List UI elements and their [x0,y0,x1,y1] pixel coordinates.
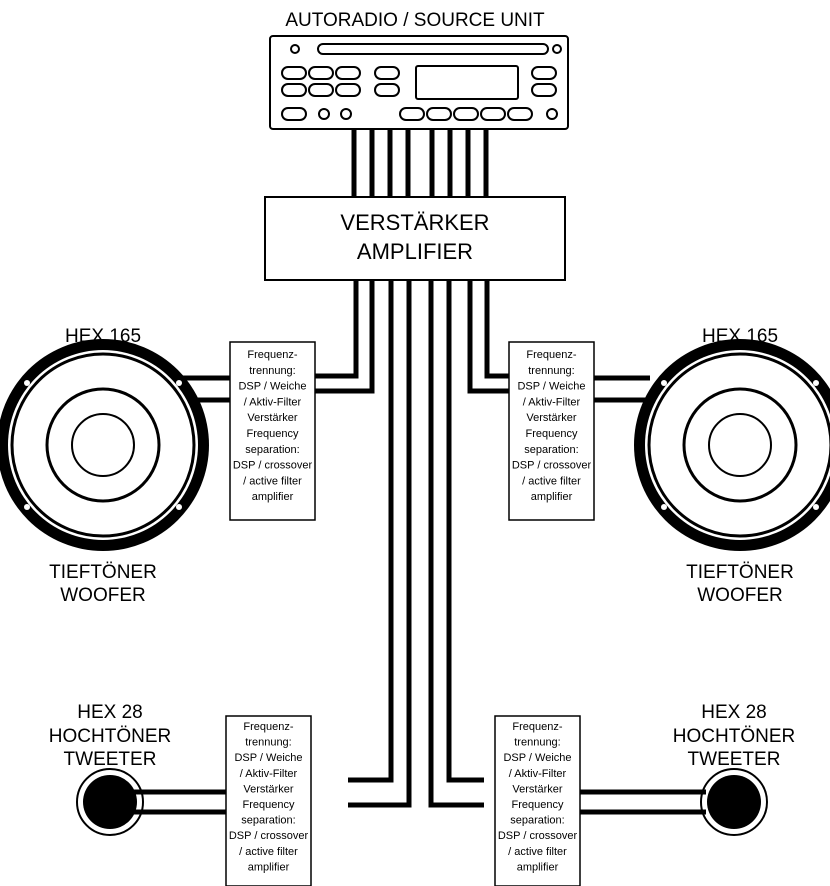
crossover-woofer-left-line-9: / active filter [243,475,302,487]
tweeter-left-model: HEX 28 [77,702,142,723]
amplifier-label-de: VERSTÄRKER [340,210,489,235]
amplifier-box [264,196,566,281]
tweeter-right-type-de: HOCHTÖNER [673,726,795,747]
woofer-left-model: HEX 165 [65,326,141,347]
amplifier-label-en: AMPLIFIER [357,239,473,264]
crossover-woofer-right-line-1: Frequenz- [526,349,576,361]
crossover-tweeter-right-line-4: / Aktiv-Filter [509,768,567,780]
source-cables [351,129,489,197]
crossover-tweeter-right [494,715,581,886]
crossover-woofer-left-line-6: Frequency [247,428,299,440]
crossover-tweeter-right-line-3: DSP / Weiche [503,752,571,764]
head-unit [269,35,569,130]
crossover-woofer-right-line-10: amplifier [531,491,573,503]
crossover-woofer-left-line-5: Verstärker [247,412,297,424]
crossover-woofer-right-line-5: Verstärker [526,412,576,424]
woofer-left-type-de: TIEFTÖNER [49,562,157,583]
crossover-tweeter-left [225,715,312,886]
crossover-tweeter-right-line-1: Frequenz- [512,721,562,733]
crossover-woofer-right-line-3: DSP / Weiche [517,381,585,393]
crossover-labels: Frequenz-trennung: DSP / Weiche / Aktiv-Fi… [229,349,592,873]
crossover-woofer-right-line-7: separation: [524,444,578,456]
crossover-woofer-right [508,341,595,521]
crossover-tweeter-left-line-2: trennung: [245,737,291,749]
woofer-right-type-de: TIEFTÖNER [686,562,794,583]
woofer-left [0,339,209,551]
crossover-tweeter-left-line-1: Frequenz- [243,721,293,733]
crossover-tweeter-left-line-6: Frequency [243,799,295,811]
crossover-tweeter-left-line-3: DSP / Weiche [234,752,302,764]
crossover-woofer-left-line-4: / Aktiv-Filter [244,396,302,408]
tweeter-left [76,768,144,836]
tweeter-right [700,768,768,836]
woofer-right [634,339,830,551]
amp-output-cables [315,280,509,808]
crossover-tweeter-right-line-9: / active filter [508,846,567,858]
crossover-woofer-right-line-8: DSP / crossover [512,460,592,472]
crossover-tweeter-left-line-4: / Aktiv-Filter [240,768,298,780]
crossover-woofer-left-line-2: trennung: [249,365,295,377]
woofer-right-type-en: WOOFER [697,585,783,606]
woofer-left-type-en: WOOFER [60,585,146,606]
crossover-tweeter-right-line-2: trennung: [514,737,560,749]
tweeter-right-model: HEX 28 [701,702,766,723]
crossover-tweeter-left-line-10: amplifier [248,861,290,873]
crossover-woofer-right-line-6: Frequency [526,428,578,440]
crossover-woofer-left [229,341,316,521]
crossover-tweeter-right-line-10: amplifier [517,861,559,873]
crossover-woofer-left-line-3: DSP / Weiche [238,381,306,393]
woofer-right-model: HEX 165 [702,326,778,347]
crossover-woofer-left-line-1: Frequenz- [247,349,297,361]
crossover-tweeter-left-line-9: / active filter [239,846,298,858]
crossover-woofer-right-line-2: trennung: [528,365,574,377]
crossover-tweeter-left-line-5: Verstärker [243,783,293,795]
crossover-woofer-left-line-10: amplifier [252,491,294,503]
crossover-woofer-left-line-8: DSP / crossover [233,460,313,472]
crossover-tweeter-right-line-6: Frequency [512,799,564,811]
tweeter-left-type-de: HOCHTÖNER [49,726,171,747]
tweeter-left-type-en: TWEETER [64,749,157,770]
crossover-tweeter-left-line-7: separation: [241,815,295,827]
crossover-woofer-right-line-4: / Aktiv-Filter [523,396,581,408]
crossover-woofer-left-line-7: separation: [245,444,299,456]
crossover-woofer-right-line-9: / active filter [522,475,581,487]
crossover-tweeter-right-line-7: separation: [510,815,564,827]
crossover-tweeter-right-line-5: Verstärker [512,783,562,795]
crossover-boxes [225,341,595,886]
tweeter-right-type-en: TWEETER [688,749,781,770]
source-unit-title: AUTORADIO / SOURCE UNIT [285,10,545,31]
crossover-tweeter-left-line-8: DSP / crossover [229,830,309,842]
crossover-tweeter-right-line-8: DSP / crossover [498,830,578,842]
speaker-cables [134,375,706,815]
